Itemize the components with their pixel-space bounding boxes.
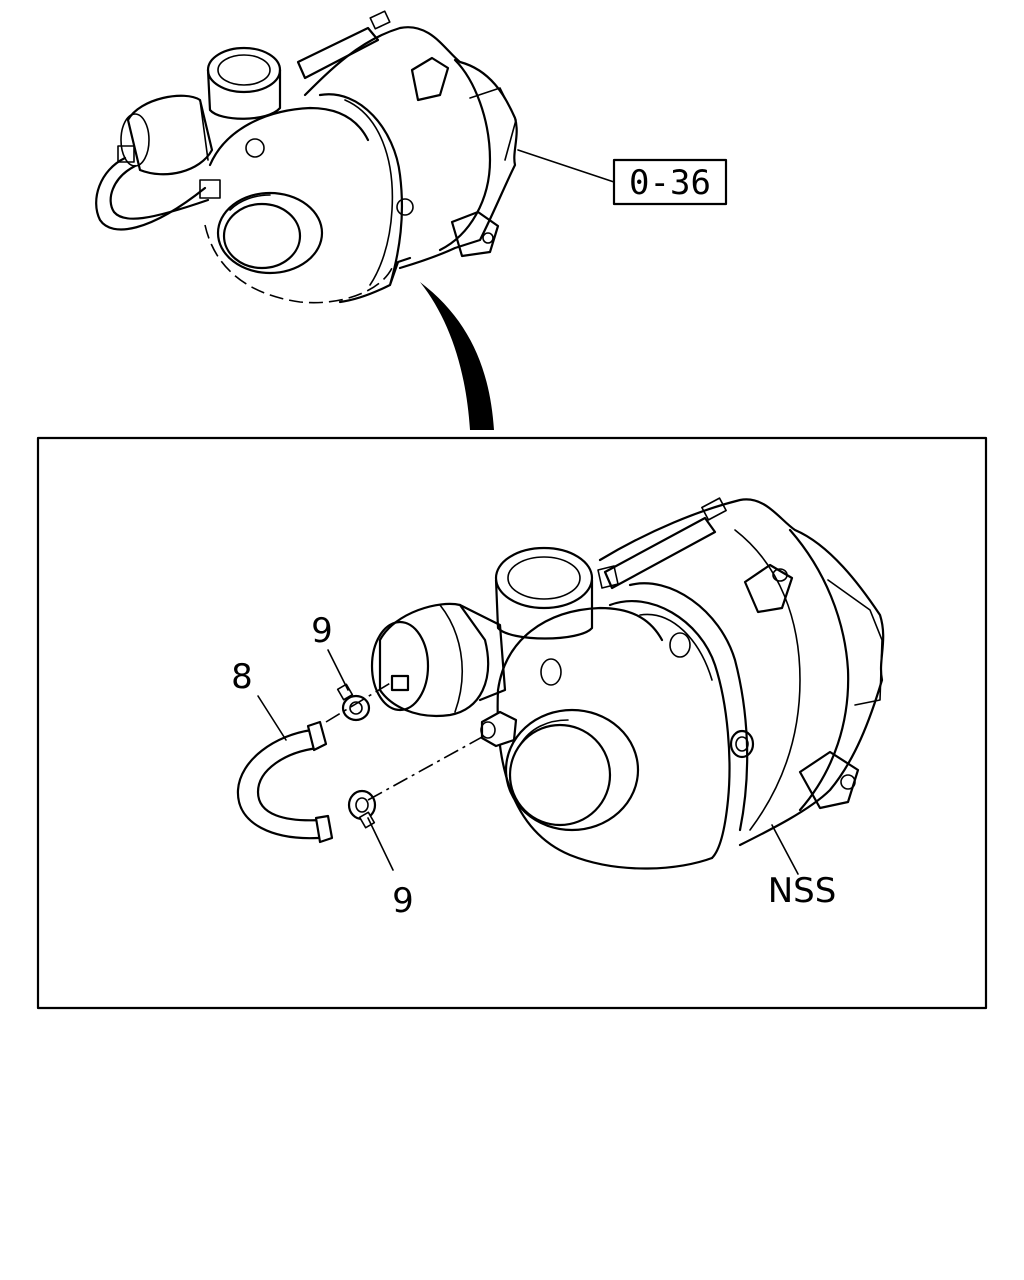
overview-rod-end xyxy=(369,10,391,30)
outlet-bore xyxy=(507,556,581,600)
leader-clip-lower xyxy=(367,817,394,871)
overview-hose-end-upper xyxy=(117,145,135,163)
overview-hose-end-lower xyxy=(199,179,221,199)
overview-scroll-inner xyxy=(344,99,394,286)
overview-turbocharger xyxy=(95,10,615,304)
turbine-housing-inner xyxy=(734,529,801,831)
scroll-boss-hole xyxy=(735,736,749,752)
actuator-canister xyxy=(378,602,490,718)
zoom-arrow xyxy=(420,282,494,430)
clip-upper-ring xyxy=(341,694,371,722)
overview-boss xyxy=(396,198,414,216)
reference-label: 0-36 xyxy=(629,163,711,203)
hose-inner xyxy=(256,746,324,822)
overview-oil-port xyxy=(450,210,500,258)
turbine-housing xyxy=(598,498,885,847)
detail-frame xyxy=(36,436,988,1010)
overview-housing-rim xyxy=(438,58,492,252)
hose-end-lower xyxy=(314,814,334,844)
compressor-front-bottom xyxy=(496,688,714,870)
callout-clip-upper-label[interactable]: 9 xyxy=(311,611,333,651)
actuator-rod xyxy=(603,516,717,590)
clip-lower[interactable] xyxy=(347,789,377,829)
reference-box[interactable]: 0-36 xyxy=(612,158,728,206)
overview-outlet-bore xyxy=(217,54,271,86)
actuator-rod-end xyxy=(701,497,727,521)
actuator-nipple xyxy=(390,674,410,692)
front-bolt-hole xyxy=(540,658,562,686)
turbine-housing-face xyxy=(827,579,883,706)
overview-oil-port-hole xyxy=(482,232,494,244)
compressor-front-top xyxy=(496,606,664,692)
overview-phantom-outline xyxy=(204,224,393,304)
callout-assembly-label[interactable]: NSS xyxy=(768,871,837,911)
clip-upper-bore xyxy=(349,701,363,715)
compressor-inlet-edge xyxy=(519,719,569,746)
overview-inlet-inner xyxy=(222,202,302,270)
actuator-face xyxy=(370,620,430,712)
scroll-boss xyxy=(729,729,755,759)
compressor-scroll-outer xyxy=(628,582,749,832)
actuator-rod-nut xyxy=(597,565,619,589)
compressor-inlet-inner xyxy=(508,723,612,827)
oil-port-hole xyxy=(840,774,856,790)
overview-hose xyxy=(95,156,207,231)
detail-turbocharger xyxy=(370,497,885,870)
reference-leader xyxy=(517,149,615,183)
scroll-bolt xyxy=(669,632,691,658)
upper-bracket-hole xyxy=(772,568,788,582)
overview-hose-inner xyxy=(109,164,210,220)
callout-clip-lower-label[interactable]: 9 xyxy=(392,881,414,921)
callout-hose-label[interactable]: 8 xyxy=(231,657,253,697)
reference-box-frame xyxy=(612,158,728,206)
overview-outlet-body xyxy=(206,68,282,120)
compressor-nipple xyxy=(480,710,518,748)
compressor-scroll xyxy=(608,600,731,860)
clip-upper-tab xyxy=(336,683,354,701)
overview-turbine-housing xyxy=(303,26,518,270)
overview-actuator xyxy=(126,94,214,176)
leader-assembly xyxy=(771,824,799,875)
clip-lower-bore xyxy=(355,797,369,813)
compressor-nipple-tip xyxy=(480,721,496,739)
actuator-mount xyxy=(458,603,507,702)
hose[interactable] xyxy=(236,720,334,844)
compressor-scroll-step xyxy=(639,613,713,681)
overview-actuator-seam xyxy=(199,99,209,161)
hose-outer xyxy=(236,728,320,840)
overview-inlet-edge xyxy=(229,194,271,211)
overview-bracket xyxy=(410,56,450,102)
overview-compressor-scroll xyxy=(318,93,412,304)
clip-lower-ring xyxy=(347,789,377,821)
overview-front-face xyxy=(208,106,370,167)
hose-end-upper xyxy=(306,720,328,752)
overview-actuator-rod xyxy=(296,26,380,80)
actuator-seam xyxy=(439,604,463,713)
compressor-inlet-outer xyxy=(504,708,640,832)
overview-housing-face xyxy=(469,87,517,161)
overview-inlet-outer xyxy=(216,191,324,275)
upper-bracket xyxy=(743,563,794,614)
overview-bolt-hole xyxy=(245,138,265,158)
turbine-housing-rim xyxy=(788,528,850,812)
centerline-lower xyxy=(367,735,485,801)
clip-upper[interactable] xyxy=(336,683,371,722)
leader-clip-upper xyxy=(327,649,349,691)
centerline-upper xyxy=(325,681,393,723)
leader-hose xyxy=(257,695,287,741)
